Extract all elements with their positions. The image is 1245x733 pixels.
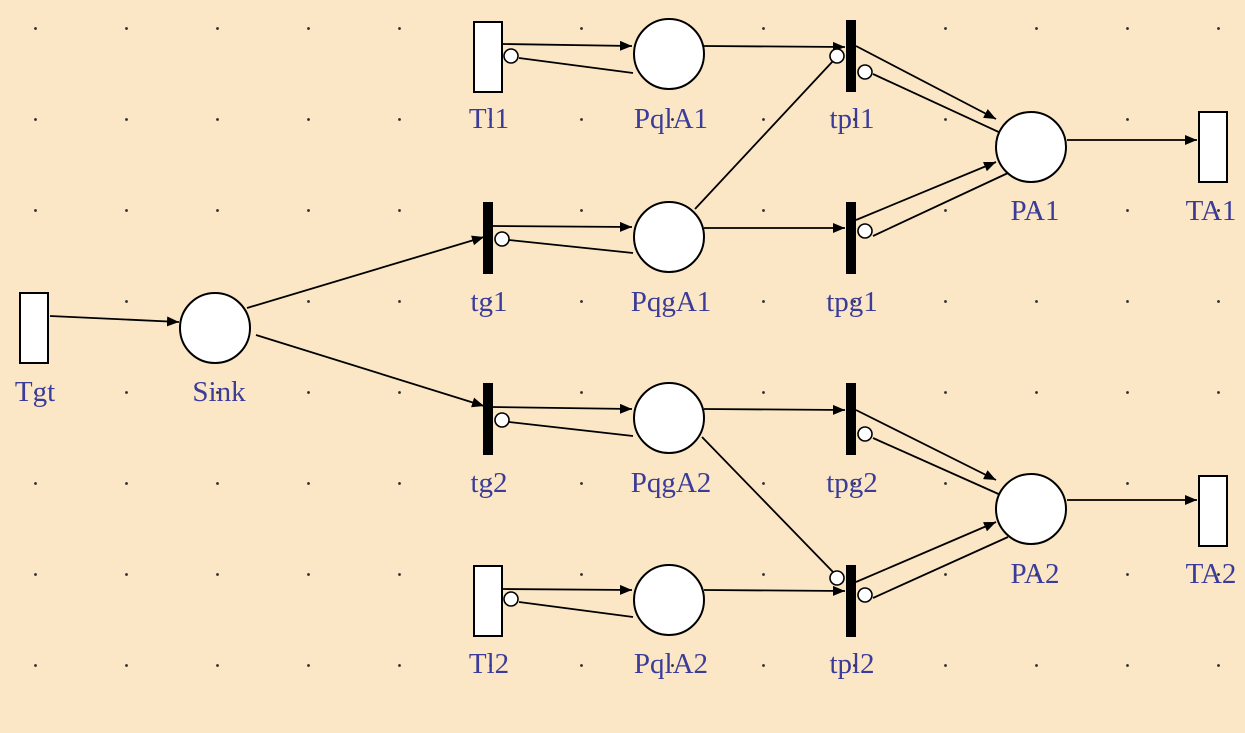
inhibitor-head-tl2 (503, 591, 519, 607)
label-tpg1: tpg1 (826, 286, 878, 318)
label-ta2: TA2 (1186, 558, 1237, 590)
arc-tpl2-pa2-b (872, 536, 1009, 599)
place-pqga2[interactable] (633, 382, 705, 454)
place-pa1[interactable] (995, 111, 1067, 183)
label-pqla2: PqlA2 (634, 648, 708, 680)
label-pqga1: PqgA1 (631, 286, 712, 318)
arc-tpg1-pa1-a (855, 161, 997, 221)
place-sink[interactable] (179, 292, 251, 364)
arc-tpl2-pa2-a (855, 521, 997, 583)
arc-tg1-pqga1 (490, 221, 633, 232)
label-tpl2: tpl2 (829, 648, 874, 680)
label-pa2: PA2 (1011, 558, 1060, 590)
transition-tl1[interactable] (473, 21, 503, 93)
inhibitor-head-tpl2-a (829, 570, 845, 586)
arc-tg2-pqga2 (490, 403, 633, 414)
inhibitor-arc-pqga1-tpl1 (694, 60, 834, 210)
place-pqga1[interactable] (633, 201, 705, 273)
arc-pqla2-tpl2 (703, 585, 846, 596)
arc-pqla1-tpl1 (703, 41, 846, 52)
place-pqla2[interactable] (633, 564, 705, 636)
inhibitor-arc-pqla1-tl1 (518, 57, 634, 74)
label-tl1: Tl1 (469, 103, 509, 135)
label-tg1: tg1 (470, 286, 507, 318)
arc-tgt-sink (49, 315, 180, 327)
inhibitor-head-tpl1-b (857, 64, 873, 80)
label-pqga2: PqgA2 (631, 467, 712, 499)
inhibitor-head-tg1 (494, 231, 510, 247)
arc-sink-tg1 (246, 235, 485, 309)
arc-tpg2-pa2-b (872, 437, 1004, 497)
label-sink: Sink (192, 376, 246, 408)
inhibitor-head-tl1 (503, 48, 519, 64)
inhibitor-arc-pqga1-tg1 (508, 239, 634, 254)
arc-tl2-pqla2 (502, 584, 633, 595)
arc-tpg2-pa2-a (855, 409, 997, 481)
transition-tg1[interactable] (483, 202, 493, 274)
inhibitor-head-tpl1-a (829, 48, 845, 64)
transition-ta1[interactable] (1198, 111, 1228, 183)
arc-tl1-pqla1 (502, 40, 633, 51)
inhibitor-head-tg2 (494, 412, 510, 428)
transition-tl2[interactable] (473, 565, 503, 637)
transition-tpg2[interactable] (846, 383, 856, 455)
inhibitor-head-tpl2-b (857, 587, 873, 603)
label-pqla1: PqlA1 (634, 103, 708, 135)
arc-tpg1-pa1-b (872, 172, 1009, 237)
inhibitor-heads (494, 48, 873, 607)
label-tpl1: tpl1 (829, 103, 874, 135)
transition-tg2[interactable] (483, 383, 493, 455)
inhibitor-head-tpg2 (857, 426, 873, 442)
inhibitor-arc-pqga2-tpl2 (701, 436, 834, 573)
arc-tpl1-pa1-a (855, 45, 997, 120)
label-pa1: PA1 (1011, 195, 1060, 227)
label-ta1: TA1 (1186, 195, 1237, 227)
label-tl2: Tl2 (469, 648, 509, 680)
transition-ta2[interactable] (1198, 475, 1228, 547)
arc-sink-tg2 (255, 334, 485, 408)
timed-transitions (19, 21, 1228, 637)
place-pa2[interactable] (995, 473, 1067, 545)
places (179, 18, 1067, 636)
transition-tgt[interactable] (19, 292, 49, 364)
inhibitor-head-tpg1 (857, 223, 873, 239)
inhibitor-arc-pqla2-tl2 (518, 601, 634, 618)
label-tg2: tg2 (470, 467, 507, 499)
label-tpg2: tpg2 (826, 467, 878, 499)
transition-tpl2[interactable] (846, 565, 856, 637)
arc-pqga2-tpg2 (703, 404, 846, 415)
arc-tpl1-pa1-b (872, 73, 1004, 135)
arcs (49, 40, 1197, 618)
immediate-transitions (483, 20, 856, 637)
labels: Tgt Sink Tl1 PqlA1 tpl1 tg1 PqgA1 tpg1 P… (15, 103, 1237, 680)
inhibitor-arc-pqga2-tg2 (508, 421, 634, 437)
transition-tpg1[interactable] (846, 202, 856, 274)
place-pqla1[interactable] (633, 18, 705, 90)
transition-tpl1[interactable] (846, 20, 856, 92)
label-tgt: Tgt (15, 376, 55, 408)
